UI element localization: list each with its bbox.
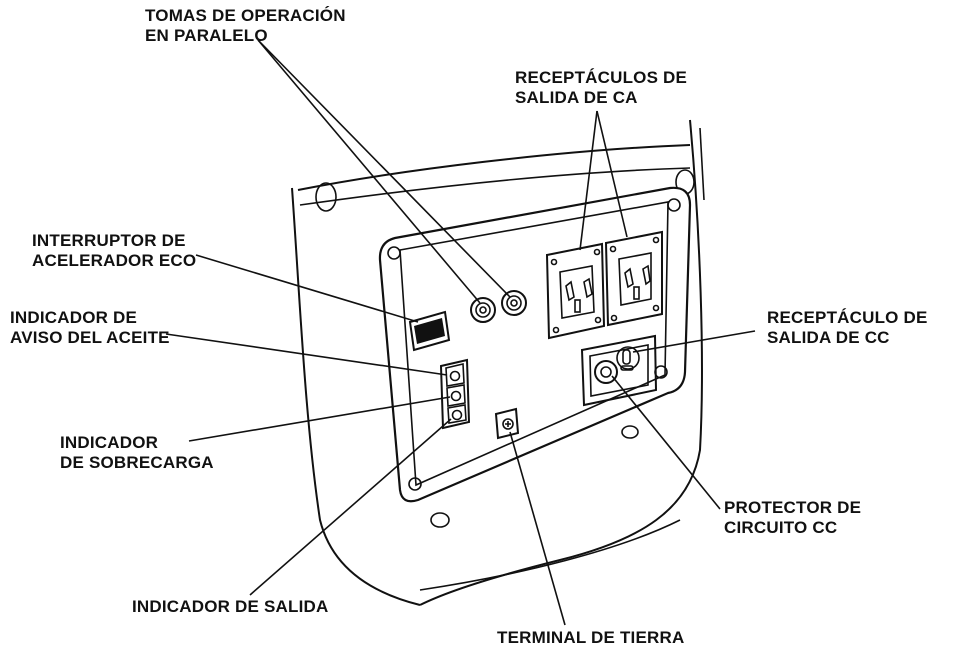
body-hole-left <box>315 182 337 212</box>
label-line: CIRCUITO CC <box>724 518 838 537</box>
label-line: RECEPTÁCULO DE <box>767 308 928 327</box>
label-dc-receptacle: RECEPTÁCULO DE SALIDA DE CC <box>767 308 928 348</box>
label-parallel-operation-sockets: TOMAS DE OPERACIÓN EN PARALELO <box>145 6 346 46</box>
leader-lines <box>165 39 756 626</box>
label-line: DE SOBRECARGA <box>60 453 214 472</box>
parallel-operation-sockets[interactable] <box>470 290 527 323</box>
label-ac-receptacles: RECEPTÁCULOS DE SALIDA DE CA <box>515 68 687 108</box>
label-line: ACELERADOR ECO <box>32 251 197 270</box>
label-line: SALIDA DE CC <box>767 328 890 347</box>
label-dc-circuit-protector: PROTECTOR DE CIRCUITO CC <box>724 498 861 538</box>
label-oil-warning-indicator: INDICADOR DE AVISO DEL ACEITE <box>10 308 170 348</box>
overload-lamp <box>450 390 462 402</box>
label-line: PROTECTOR DE <box>724 498 862 517</box>
control-panel-plate <box>378 186 692 503</box>
label-line: TERMINAL DE TIERRA <box>497 628 685 647</box>
label-line: INDICADOR <box>60 433 159 452</box>
label-eco-throttle-switch: INTERRUPTOR DE ACELERADOR ECO <box>32 231 196 271</box>
label-line: INDICADOR DE SALIDA <box>132 597 329 616</box>
body-hole-bottom <box>430 512 450 528</box>
label-line: TOMAS DE OPERACIÓN <box>145 6 346 25</box>
label-output-indicator: INDICADOR DE SALIDA <box>132 597 328 617</box>
indicator-lights-block <box>439 358 471 430</box>
label-overload-indicator: INDICADOR DE SOBRECARGA <box>60 433 214 473</box>
label-line: SALIDA DE CA <box>515 88 638 107</box>
generator-body <box>291 119 705 606</box>
label-line: INTERRUPTOR DE <box>32 231 186 250</box>
dc-receptacle-block <box>580 334 658 407</box>
label-line: INDICADOR DE <box>10 308 138 327</box>
oil-warning-lamp <box>449 370 461 382</box>
body-hole-bottom-right <box>621 425 639 439</box>
label-line: RECEPTÁCULOS DE <box>515 68 688 87</box>
panel-screw-bottom-left <box>408 477 422 491</box>
panel-screw-top-left <box>387 246 401 260</box>
ac-outlet-right[interactable] <box>604 230 663 327</box>
dc-circuit-breaker[interactable] <box>594 360 618 384</box>
ac-outlet-left[interactable] <box>545 242 606 340</box>
output-lamp <box>451 409 463 421</box>
dc-outlet[interactable] <box>616 346 640 371</box>
label-line: AVISO DEL ACEITE <box>10 328 170 347</box>
eco-throttle-switch[interactable] <box>408 310 451 352</box>
ground-terminal[interactable] <box>494 407 520 440</box>
label-line: EN PARALELO <box>145 26 268 45</box>
panel-screw-top-right <box>667 198 681 212</box>
label-ground-terminal: TERMINAL DE TIERRA <box>497 628 684 648</box>
